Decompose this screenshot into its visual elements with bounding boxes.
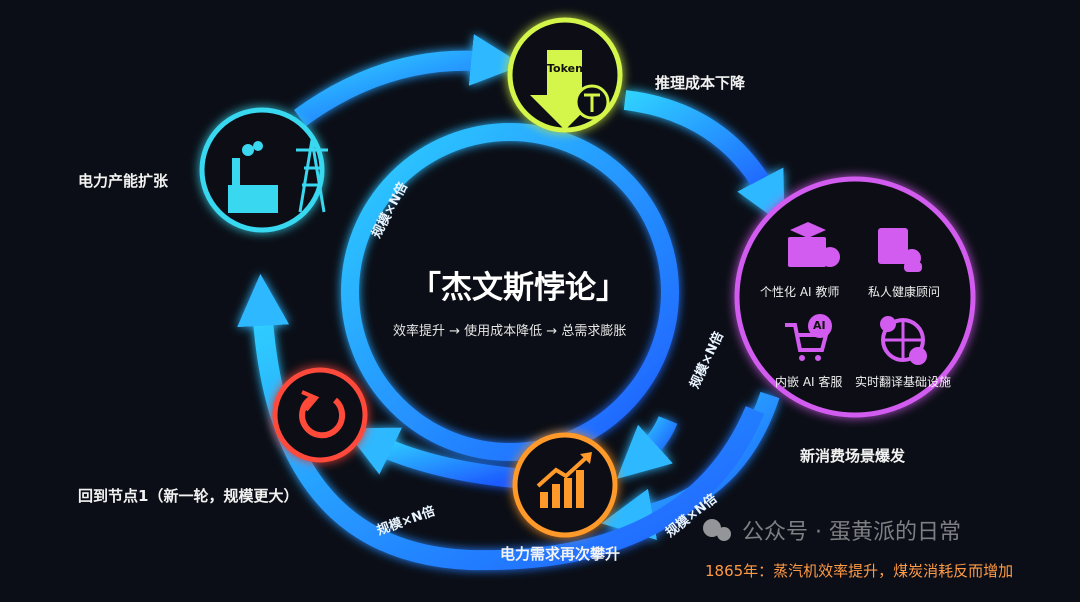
factory-tower-icon [228, 139, 328, 213]
label-back-to-start: 回到节点1（新一轮，规模更大） [78, 487, 299, 505]
scenario-label: 内嵌 AI 客服 [775, 375, 843, 389]
label-new-scenarios: 新消费场景爆发 [800, 447, 906, 465]
scenario-label: 私人健康顾问 [868, 285, 941, 299]
refresh-icon [299, 390, 346, 439]
ai-badge: AI [813, 319, 826, 332]
inner-ring [341, 123, 679, 461]
node-cycle [272, 367, 368, 463]
watermark: 公众号 · 蛋黄派的日常 [742, 520, 961, 545]
arrow-inner-head [616, 416, 678, 479]
token-down-arrow-icon [530, 50, 610, 130]
label-power-expansion: 电力产能扩张 [78, 172, 169, 190]
label-power-demand: 电力需求再次攀升 [500, 545, 621, 563]
diagram-subtitle: 效率提升 → 使用成本降低 → 总需求膨胀 [393, 324, 627, 339]
arrow-demand-to-cycle [343, 427, 516, 488]
scenario-label: 个性化 AI 教师 [760, 285, 840, 299]
diagram-title: 「杰文斯悖论」 [410, 270, 627, 306]
scenario-label: 实时翻译基础设施 [855, 375, 952, 389]
arrow-power-to-token [294, 34, 524, 127]
health-advisor-icon [878, 228, 922, 272]
translation-globe-icon [880, 316, 927, 365]
arrow-token-to-scenarios [623, 90, 785, 226]
ai-teacher-icon [788, 222, 840, 267]
footnote: 1865年：蒸汽机效率提升，煤炭消耗反而增加 [705, 562, 1014, 580]
ai-shopping-cart-icon [785, 314, 832, 361]
chart-up-icon [536, 452, 592, 508]
token-label: Token [547, 62, 583, 75]
wechat-icon [703, 519, 731, 541]
label-inference-cost: 推理成本下降 [655, 74, 746, 92]
